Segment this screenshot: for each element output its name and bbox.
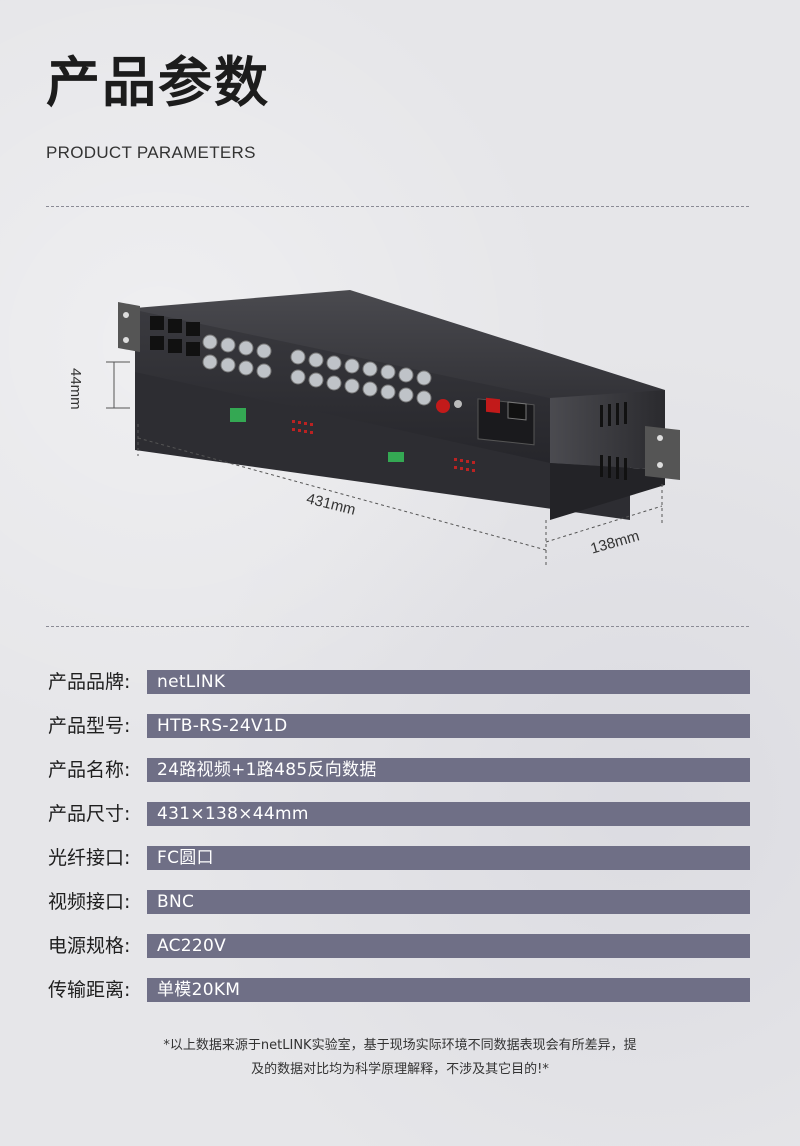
spec-row-distance: 传输距离: 单模20KM [46, 978, 750, 1002]
rack-ear-left [118, 302, 140, 352]
spec-label: 传输距离: [48, 979, 131, 1001]
spec-bar: HTB-RS-24V1D [147, 714, 750, 738]
side-panel [550, 390, 665, 470]
spec-value: FC圆口 [157, 848, 214, 868]
page-subtitle: PRODUCT PARAMETERS [46, 143, 256, 162]
spec-value: 24路视频+1路485反向数据 [157, 760, 377, 780]
spec-label: 视频接口: [48, 891, 131, 913]
height-dimension: 44mm [67, 368, 84, 410]
spec-value: netLINK [157, 672, 226, 692]
top-divider [46, 206, 749, 207]
device-illustration [106, 290, 680, 565]
fiber-connector [436, 399, 450, 413]
footnote-line-1: *以上数据来源于netLINK实验室，基于现场实际环境不同数据表现会有所差异，提 [163, 1038, 637, 1053]
power-switch [486, 397, 500, 414]
spec-value: AC220V [157, 936, 227, 956]
dimension-lines [106, 361, 663, 565]
spec-label: 产品尺寸: [48, 803, 131, 825]
spec-bar: 431×138×44mm [147, 802, 750, 826]
vent-grille [600, 402, 627, 480]
spec-row-power: 电源规格: AC220V [46, 934, 750, 958]
spec-bar: 单模20KM [147, 978, 750, 1002]
spec-bar: netLINK [147, 670, 750, 694]
page-title: 产品参数 [46, 51, 270, 114]
top-surface [135, 290, 665, 420]
middle-divider [46, 626, 749, 627]
spec-bar: 24路视频+1路485反向数据 [147, 758, 750, 782]
spec-bar: AC220V [147, 934, 750, 958]
spec-row-size: 产品尺寸: 431×138×44mm [46, 802, 750, 826]
spec-row-fiber: 光纤接口: FC圆口 [46, 846, 750, 870]
spec-bar: BNC [147, 890, 750, 914]
rack-ear-right [645, 426, 680, 480]
rs485-terminal [230, 408, 246, 422]
bnc-connectors [150, 316, 432, 406]
spec-label: 产品型号: [48, 715, 131, 737]
spec-bar: FC圆口 [147, 846, 750, 870]
footnote-line-2: 及的数据对比均为科学原理解释，不涉及其它目的!* [251, 1062, 549, 1077]
spec-label: 光纤接口: [48, 847, 131, 869]
spec-row-brand: 产品品牌: netLINK [46, 670, 750, 694]
spec-value: HTB-RS-24V1D [157, 716, 288, 736]
rear-panel [135, 360, 630, 520]
spec-label: 产品品牌: [48, 671, 131, 693]
spec-label: 电源规格: [48, 935, 131, 957]
spec-value: 431×138×44mm [157, 804, 309, 824]
spec-label: 产品名称: [48, 759, 131, 781]
spec-row-video: 视频接口: BNC [46, 890, 750, 914]
power-socket [507, 401, 527, 421]
spec-row-model: 产品型号: HTB-RS-24V1D [46, 714, 750, 738]
spec-value: 单模20KM [157, 980, 241, 1000]
product-image: 44mm 431mm 138mm [67, 280, 730, 600]
spec-value: BNC [157, 892, 195, 912]
status-leds [292, 420, 475, 472]
spec-row-name: 产品名称: 24路视频+1路485反向数据 [46, 758, 750, 782]
